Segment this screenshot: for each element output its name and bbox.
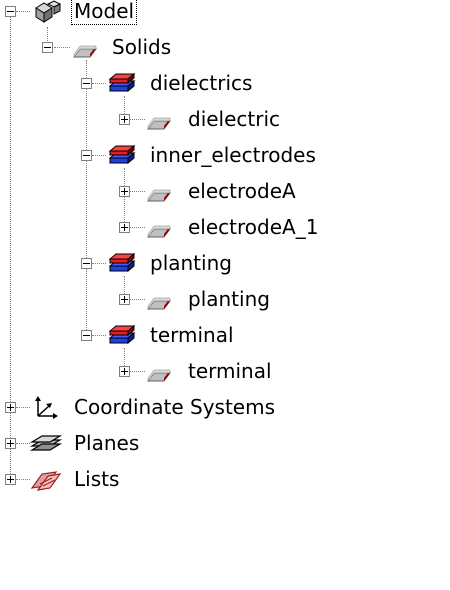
plane-icon [30, 435, 62, 451]
tree-line [124, 348, 125, 374]
tree-node-group[interactable]: terminal [76, 323, 336, 354]
expand-toggle[interactable] [119, 114, 130, 125]
tree-line [10, 14, 11, 482]
tree-node-label: Coordinate Systems [74, 395, 275, 419]
solid-icon [147, 297, 171, 310]
tree-node-label: terminal [150, 323, 234, 347]
tree-node-solid[interactable]: electrodeA_1 [114, 215, 374, 246]
collapse-toggle[interactable] [42, 42, 53, 53]
expand-toggle[interactable] [119, 294, 130, 305]
tree-node-lists[interactable]: Lists [0, 467, 220, 498]
tree-node-label: planting [188, 287, 270, 311]
tree-node-label: dielectric [188, 107, 281, 131]
tree-node-solid[interactable]: terminal [114, 359, 374, 390]
component-icon [108, 72, 136, 93]
tree-node-label: Planes [74, 431, 140, 455]
tree-line [86, 60, 87, 338]
expand-toggle[interactable] [119, 366, 130, 377]
tree-line [92, 263, 106, 264]
tree-line [16, 443, 30, 444]
tree-line [130, 119, 145, 120]
tree-line [92, 335, 106, 336]
tree-line [47, 27, 48, 49]
solid-icon [147, 189, 171, 202]
tree-node-label: terminal [188, 359, 272, 383]
component-icon [108, 252, 136, 273]
collapse-toggle[interactable] [81, 258, 92, 269]
tree-line [130, 299, 145, 300]
tree-node-planes[interactable]: Planes [0, 431, 220, 462]
expand-toggle[interactable] [119, 222, 130, 233]
tree-node-solid[interactable]: planting [114, 287, 374, 318]
solid-icon [147, 117, 171, 130]
axes-icon [35, 396, 58, 419]
tree-node-group[interactable]: inner_electrodes [76, 143, 376, 174]
tree-node-label: electrodeA_1 [188, 215, 319, 239]
tree-line [124, 96, 125, 122]
tree-node-label: planting [150, 251, 232, 275]
tree-line [130, 227, 145, 228]
tree-line [16, 407, 30, 408]
expand-toggle[interactable] [5, 438, 16, 449]
model-icon [35, 0, 62, 23]
tree-line [130, 191, 145, 192]
tree-line [124, 168, 125, 230]
tree-node-label: Model [70, 0, 138, 25]
solid-icon [73, 45, 97, 58]
solid-icon [147, 225, 171, 238]
expand-toggle[interactable] [5, 474, 16, 485]
component-icon [108, 144, 136, 165]
tree-line [92, 83, 106, 84]
collapse-toggle[interactable] [5, 6, 16, 17]
list-icon [30, 471, 62, 491]
component-icon [108, 324, 136, 345]
tree-line [54, 47, 70, 48]
tree-node-label: electrodeA [188, 179, 296, 203]
tree-node-solids[interactable]: Solids [38, 35, 238, 66]
tree-node-group[interactable]: planting [76, 251, 336, 282]
tree-node-label: Lists [74, 467, 120, 491]
tree-node-solid[interactable]: electrodeA [114, 179, 374, 210]
tree-node-label: dielectrics [150, 71, 253, 95]
tree-line [92, 155, 106, 156]
tree-node-group[interactable]: dielectrics [76, 71, 336, 102]
tree-line [130, 371, 145, 372]
tree-node-label: inner_electrodes [150, 143, 316, 167]
collapse-toggle[interactable] [81, 150, 92, 161]
tree-node-coordinate-systems[interactable]: Coordinate Systems [0, 395, 320, 426]
collapse-toggle[interactable] [81, 78, 92, 89]
solid-icon [147, 369, 171, 382]
tree-node-model[interactable]: Model [0, 0, 200, 30]
tree-line [16, 11, 30, 12]
tree-line [16, 479, 30, 480]
collapse-toggle[interactable] [81, 330, 92, 341]
tree-node-solid[interactable]: dielectric [114, 107, 374, 138]
expand-toggle[interactable] [5, 402, 16, 413]
tree-node-label: Solids [112, 35, 172, 59]
tree-line [124, 276, 125, 302]
expand-toggle[interactable] [119, 186, 130, 197]
